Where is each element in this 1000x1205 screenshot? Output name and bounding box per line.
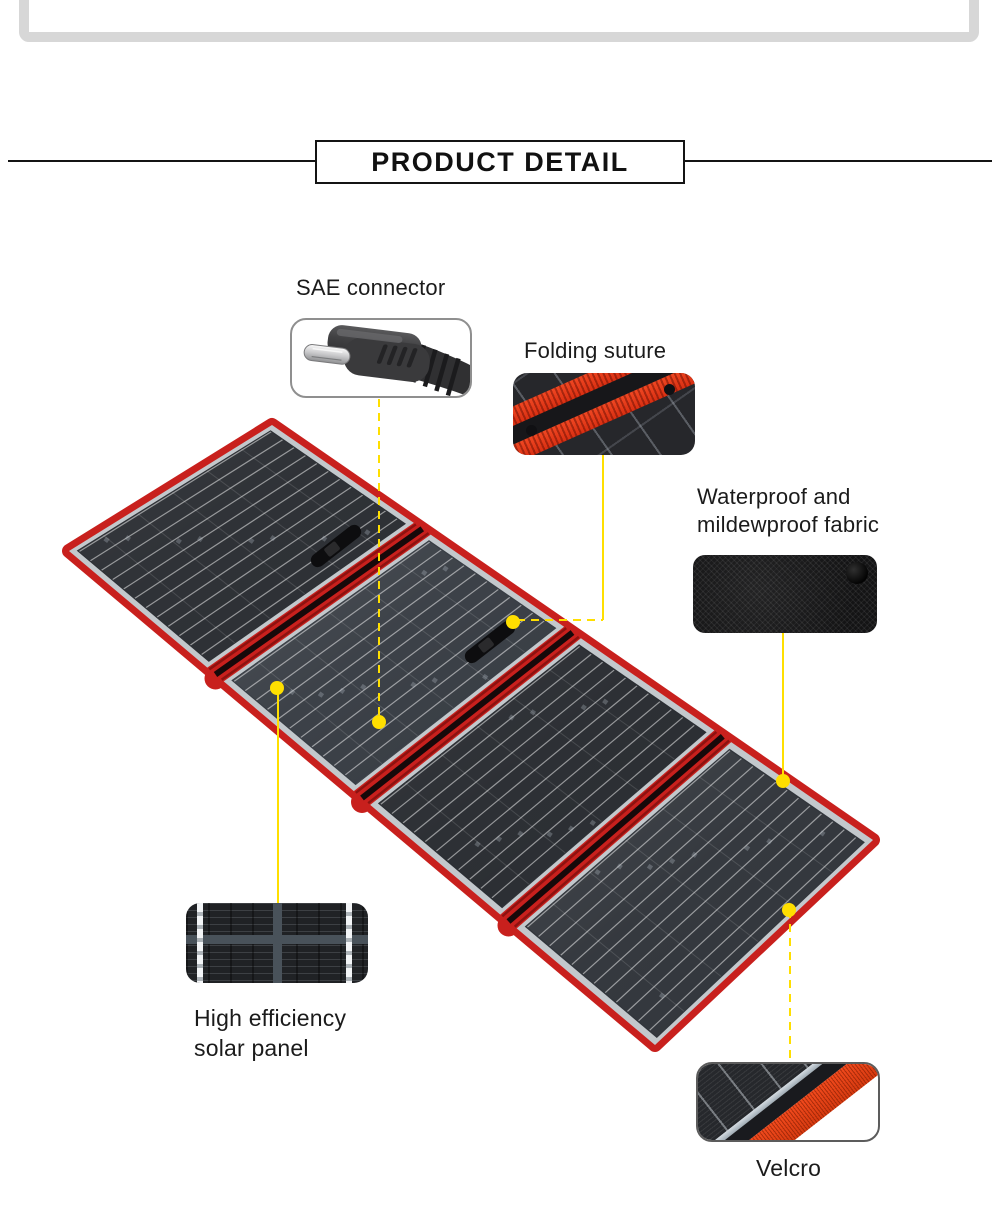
sae-anchor-dot (372, 715, 386, 729)
callout-label-panel: High efficiency solar panel (194, 1003, 346, 1063)
callout-label-suture: Folding suture (524, 338, 667, 363)
sae-leader-line (378, 399, 380, 722)
callout-label-sae: SAE connector (296, 275, 446, 300)
sae-connector-drawing (303, 325, 470, 396)
velcro-image (696, 1062, 880, 1142)
callout-label-fabric: Waterproof and mildewproof fabric (697, 483, 879, 539)
busbar-left (196, 903, 203, 983)
busbar-right (346, 903, 353, 983)
folding-suture-image (513, 373, 695, 455)
header-rule-right (685, 160, 992, 162)
previous-image-frame (19, 0, 979, 42)
velcro-anchor-dot (782, 903, 796, 917)
velcro-leader-line (789, 910, 791, 1062)
sae-connector-image (290, 318, 472, 398)
fabric-anchor-dot (776, 774, 790, 788)
solar-cell-closeup-image (186, 903, 368, 983)
panel-leader-line (277, 688, 279, 903)
fabric-label-line1: Waterproof and (697, 484, 851, 509)
panel-label-line2: solar panel (194, 1035, 309, 1061)
suture-rivet-left (526, 425, 537, 436)
section-header: PRODUCT DETAIL (315, 140, 685, 184)
cell-gap-horizontal (186, 935, 368, 944)
suture-leader-line-vertical (602, 455, 604, 620)
suture-leader-line-horizontal (517, 619, 603, 621)
velcro-strip (698, 1064, 878, 1140)
panel-anchor-dot (270, 681, 284, 695)
waterproof-fabric-image (693, 555, 877, 633)
page-title: PRODUCT DETAIL (371, 146, 629, 177)
fabric-label-line2: mildewproof fabric (697, 512, 880, 537)
panel-label-line1: High efficiency (194, 1005, 347, 1031)
callout-label-velcro: Velcro (756, 1155, 822, 1181)
suture-rivet-right (664, 384, 675, 395)
fabric-leader-line (782, 633, 784, 781)
fabric-grommet (846, 562, 868, 584)
header-rule-left (8, 160, 315, 162)
suture-anchor-dot (506, 615, 520, 629)
